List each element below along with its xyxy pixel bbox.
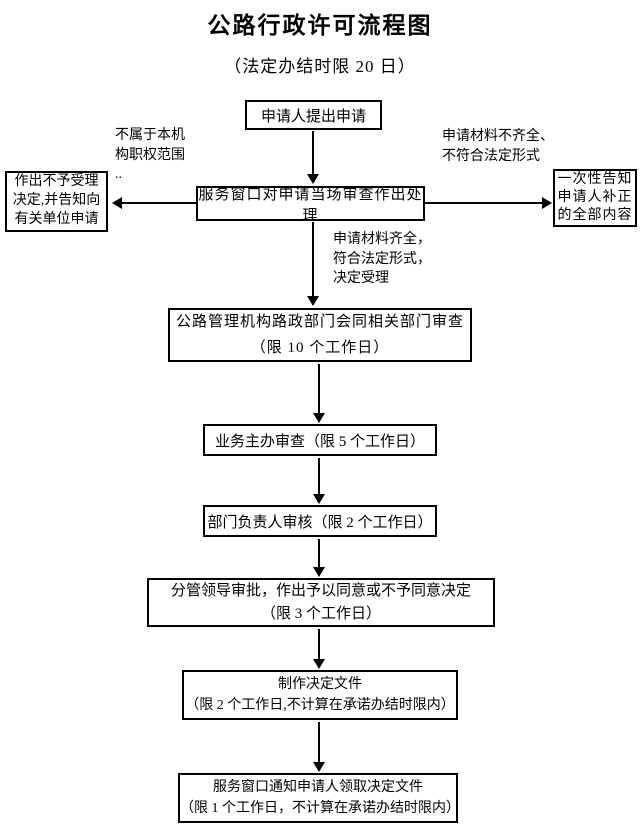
label-complete-materials: 申请材料齐全， 符合法定形式， 决定受理 <box>333 232 431 287</box>
arrow-joint-to-business <box>313 364 325 423</box>
node-notify-pickup: 服务窗口通知申请人领取决定文件 （限 1 个工作日，不计算在承诺办结时限内） <box>178 773 460 823</box>
label-incomplete-materials: 申请材料不齐全、 不符合法定形式 <box>442 129 554 164</box>
arrow-leader-to-document <box>313 629 325 669</box>
arrow-document-to-final <box>313 722 325 772</box>
arrow-window-to-joint <box>307 222 319 306</box>
node-make-document: 制作决定文件 （限 2 个工作日,不计算在承诺办结时限内） <box>182 670 458 720</box>
node-business-review: 业务主办审查（限 5 个工作日） <box>203 424 437 456</box>
node-supplement-notice: 一次性告知 申请人补正 的全部内容 <box>553 169 637 227</box>
arrow-window-to-reject <box>112 197 196 209</box>
page-title: 公路行政许可流程图 <box>207 13 433 38</box>
node-joint-review: 公路管理机构路政部门会同相关部门审查 （限 10 个工作日） <box>168 308 472 362</box>
page-subtitle: （法定办结时限 20 日） <box>224 57 416 76</box>
arrow-business-to-dept <box>313 458 325 504</box>
node-applicant-submit: 申请人提出申请 <box>245 100 382 130</box>
arrow-apply-to-window <box>307 131 319 184</box>
node-reject-decision: 作出不予受理 决定,并告知向 有关单位申请 <box>5 171 108 232</box>
node-dept-head-review: 部门负责人审核（限 2 个工作日） <box>203 505 437 537</box>
arrow-dept-to-leader <box>313 539 325 577</box>
node-leader-approval: 分管领导审批，作出予以同意或不予同意决定 （限 3 个工作日） <box>147 578 495 627</box>
node-window-review: 服务窗口对申请当场审查作出处理 <box>196 186 425 224</box>
arrow-window-to-supplement <box>425 197 552 209</box>
label-outside-authority: 不属于本机 构职权范围 .. <box>115 128 185 183</box>
